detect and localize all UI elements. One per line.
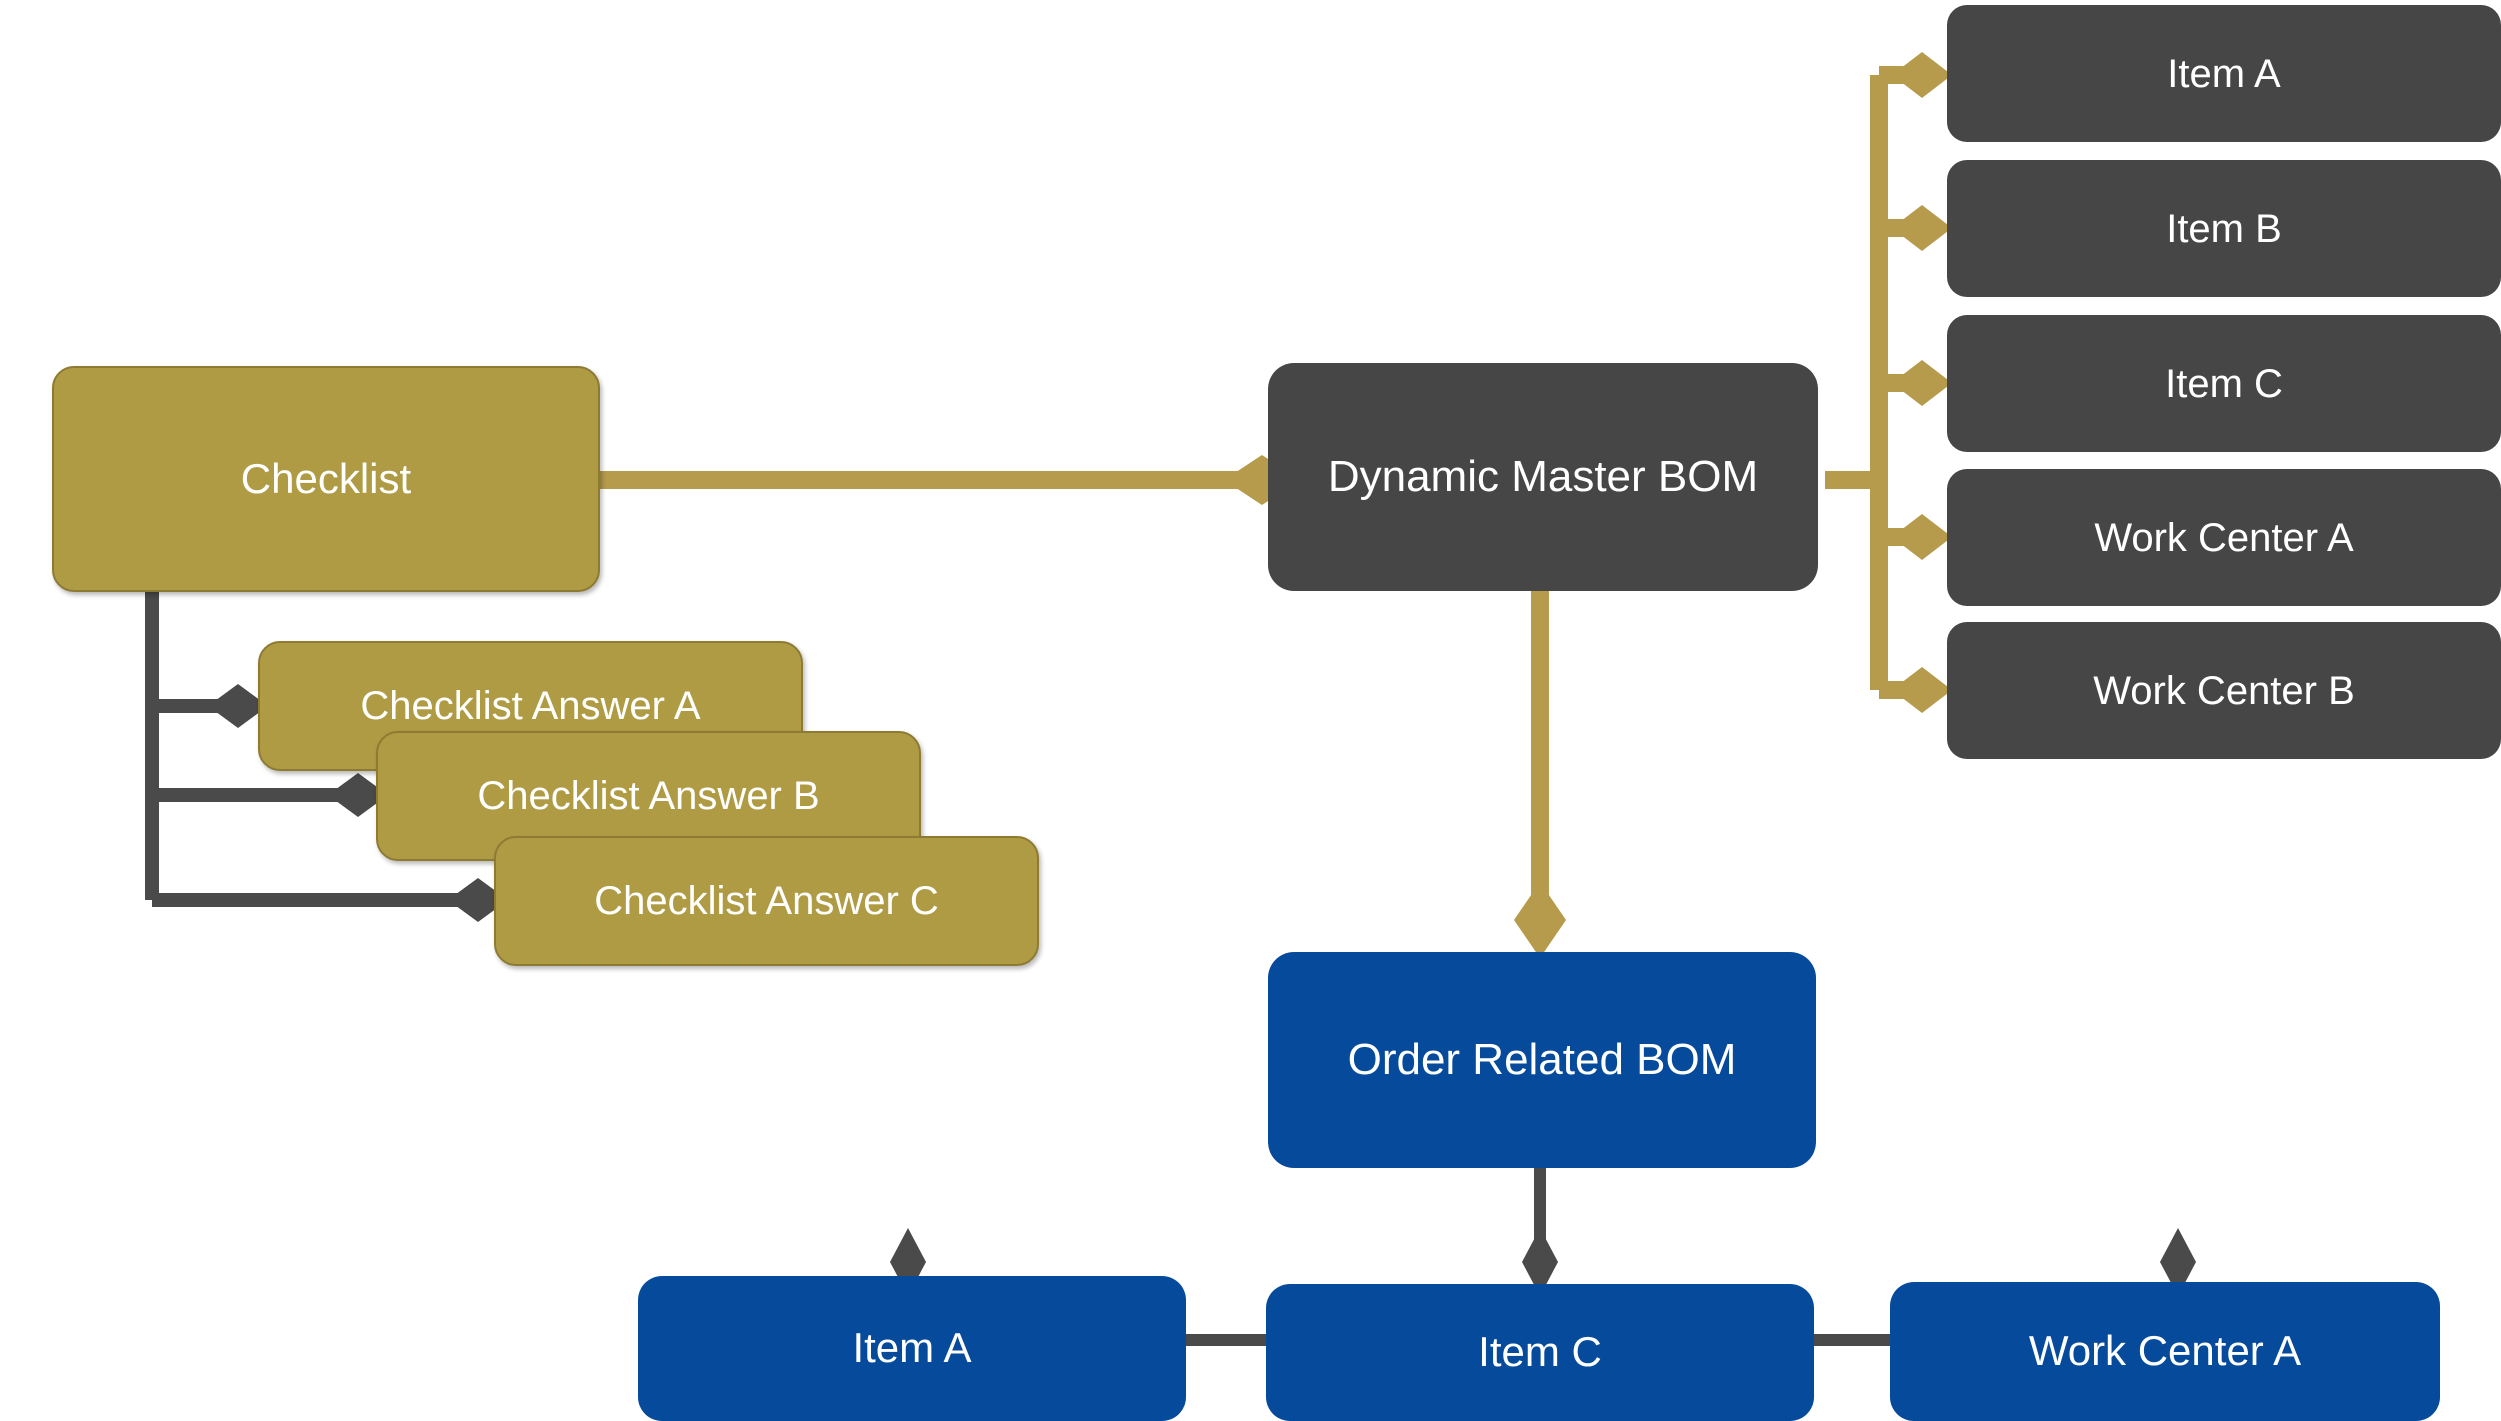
node-checklist-answer-a[interactable]: Checklist Answer A — [258, 641, 803, 771]
node-master-component-item-b-label: Item B — [2166, 206, 2282, 251]
node-master-component-work-center-b-label: Work Center B — [2093, 668, 2355, 713]
node-checklist-label: Checklist — [240, 454, 412, 502]
node-master-component-item-a-label: Item A — [2167, 51, 2281, 96]
node-master-component-work-center-b[interactable]: Work Center B — [1947, 622, 2501, 759]
node-order-component-item-c-label: Item C — [1478, 1328, 1602, 1376]
node-order-component-item-a-label: Item A — [852, 1324, 972, 1372]
node-checklist-answer-b-label: Checklist Answer B — [477, 774, 820, 818]
node-dynamic-master-bom-label: Dynamic Master BOM — [1327, 451, 1759, 501]
node-master-component-item-b[interactable]: Item B — [1947, 160, 2501, 297]
node-master-component-work-center-a-label: Work Center A — [2094, 515, 2354, 560]
node-checklist-answer-a-label: Checklist Answer A — [360, 684, 701, 728]
node-order-component-item-a[interactable]: Item A — [638, 1276, 1186, 1421]
node-master-component-item-c[interactable]: Item C — [1947, 315, 2501, 452]
edge-checklist-to-dynamic-master-bom — [600, 455, 1300, 505]
node-checklist-answer-b[interactable]: Checklist Answer B — [376, 731, 921, 861]
edge-dynamic-master-bom-to-components — [1825, 52, 1952, 713]
node-master-component-item-c-label: Item C — [2165, 361, 2283, 406]
node-order-component-work-center-a-label: Work Center A — [2028, 1327, 2302, 1375]
node-order-component-item-c[interactable]: Item C — [1266, 1284, 1814, 1421]
node-dynamic-master-bom[interactable]: Dynamic Master BOM — [1268, 363, 1818, 591]
node-checklist-answer-c-label: Checklist Answer C — [594, 879, 939, 923]
edge-dynamic-master-bom-to-order-related-bom — [1514, 590, 1566, 958]
node-order-related-bom-label: Order Related BOM — [1347, 1034, 1737, 1084]
node-order-related-bom[interactable]: Order Related BOM — [1268, 952, 1816, 1168]
node-checklist[interactable]: Checklist — [52, 366, 600, 592]
node-order-component-work-center-a[interactable]: Work Center A — [1890, 1282, 2440, 1421]
node-checklist-answer-c[interactable]: Checklist Answer C — [494, 836, 1039, 966]
node-master-component-work-center-a[interactable]: Work Center A — [1947, 469, 2501, 606]
node-master-component-item-a[interactable]: Item A — [1947, 5, 2501, 142]
